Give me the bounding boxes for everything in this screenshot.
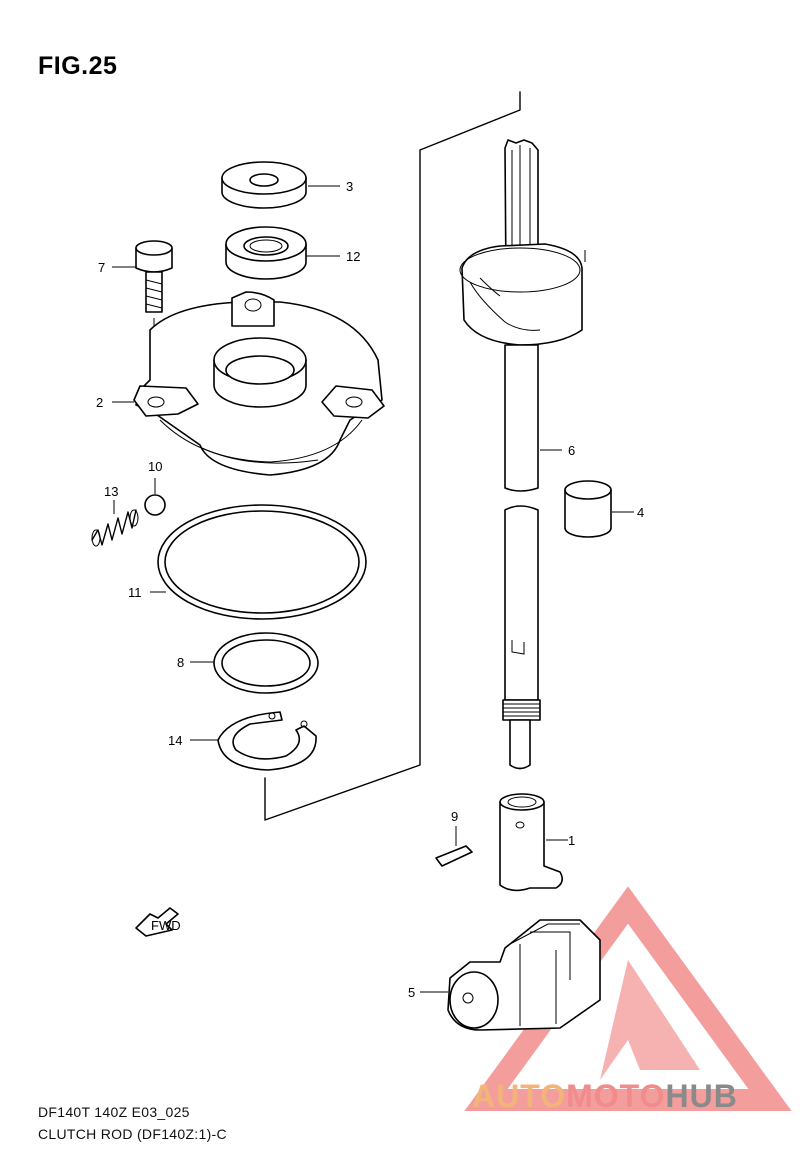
assembly-bracket-line <box>264 91 521 821</box>
callout-4: 4 <box>637 505 644 520</box>
fwd-label: FWD <box>151 918 181 933</box>
part-1-clutch-cam <box>499 793 564 892</box>
callout-13: 13 <box>104 484 118 499</box>
part-7-bolt <box>135 240 173 385</box>
caption-model: DF140T 140Z E03_025 <box>38 1104 190 1120</box>
watermark-logo: AUTOMOTOHUB <box>472 1078 738 1115</box>
callout-3: 3 <box>346 179 353 194</box>
callout-labels: 1 2 3 4 5 6 7 8 9 10 13 11 12 14 <box>96 179 644 1000</box>
callout-7: 7 <box>98 260 105 275</box>
part-6-clutch-shaft <box>459 139 586 770</box>
part-4-bushing <box>564 480 612 538</box>
callout-1: 1 <box>568 833 575 848</box>
part-2-housing <box>133 291 385 476</box>
caption-title: CLUTCH ROD (DF140Z:1)-C <box>38 1126 227 1142</box>
part-12-oil-seal <box>225 226 307 280</box>
fwd-arrow-icon: FWD <box>135 907 181 937</box>
callout-2: 2 <box>96 395 103 410</box>
callout-10: 10 <box>148 459 162 474</box>
callout-9: 9 <box>451 809 458 824</box>
part-11-o-ring <box>157 504 367 620</box>
part-13-spring <box>91 509 139 547</box>
figure-label: FIG.25 <box>38 52 118 80</box>
leader-lines <box>112 185 634 993</box>
part-9-pin <box>435 845 473 867</box>
part-14-circlip <box>217 711 317 771</box>
callout-11: 11 <box>128 585 142 600</box>
callout-6: 6 <box>568 443 575 458</box>
callout-12: 12 <box>346 249 360 264</box>
watermark-auto: AUTO <box>472 1078 567 1114</box>
callout-14: 14 <box>168 733 182 748</box>
callout-5: 5 <box>408 985 415 1000</box>
part-10-ball <box>144 494 166 516</box>
part-5-clutch-shifter <box>447 919 601 1031</box>
watermark-moto: MOTO <box>566 1078 666 1114</box>
callout-8: 8 <box>177 655 184 670</box>
part-3-washer <box>221 161 307 209</box>
part-8-ring <box>213 632 319 694</box>
watermark-hub: HUB <box>665 1078 738 1114</box>
